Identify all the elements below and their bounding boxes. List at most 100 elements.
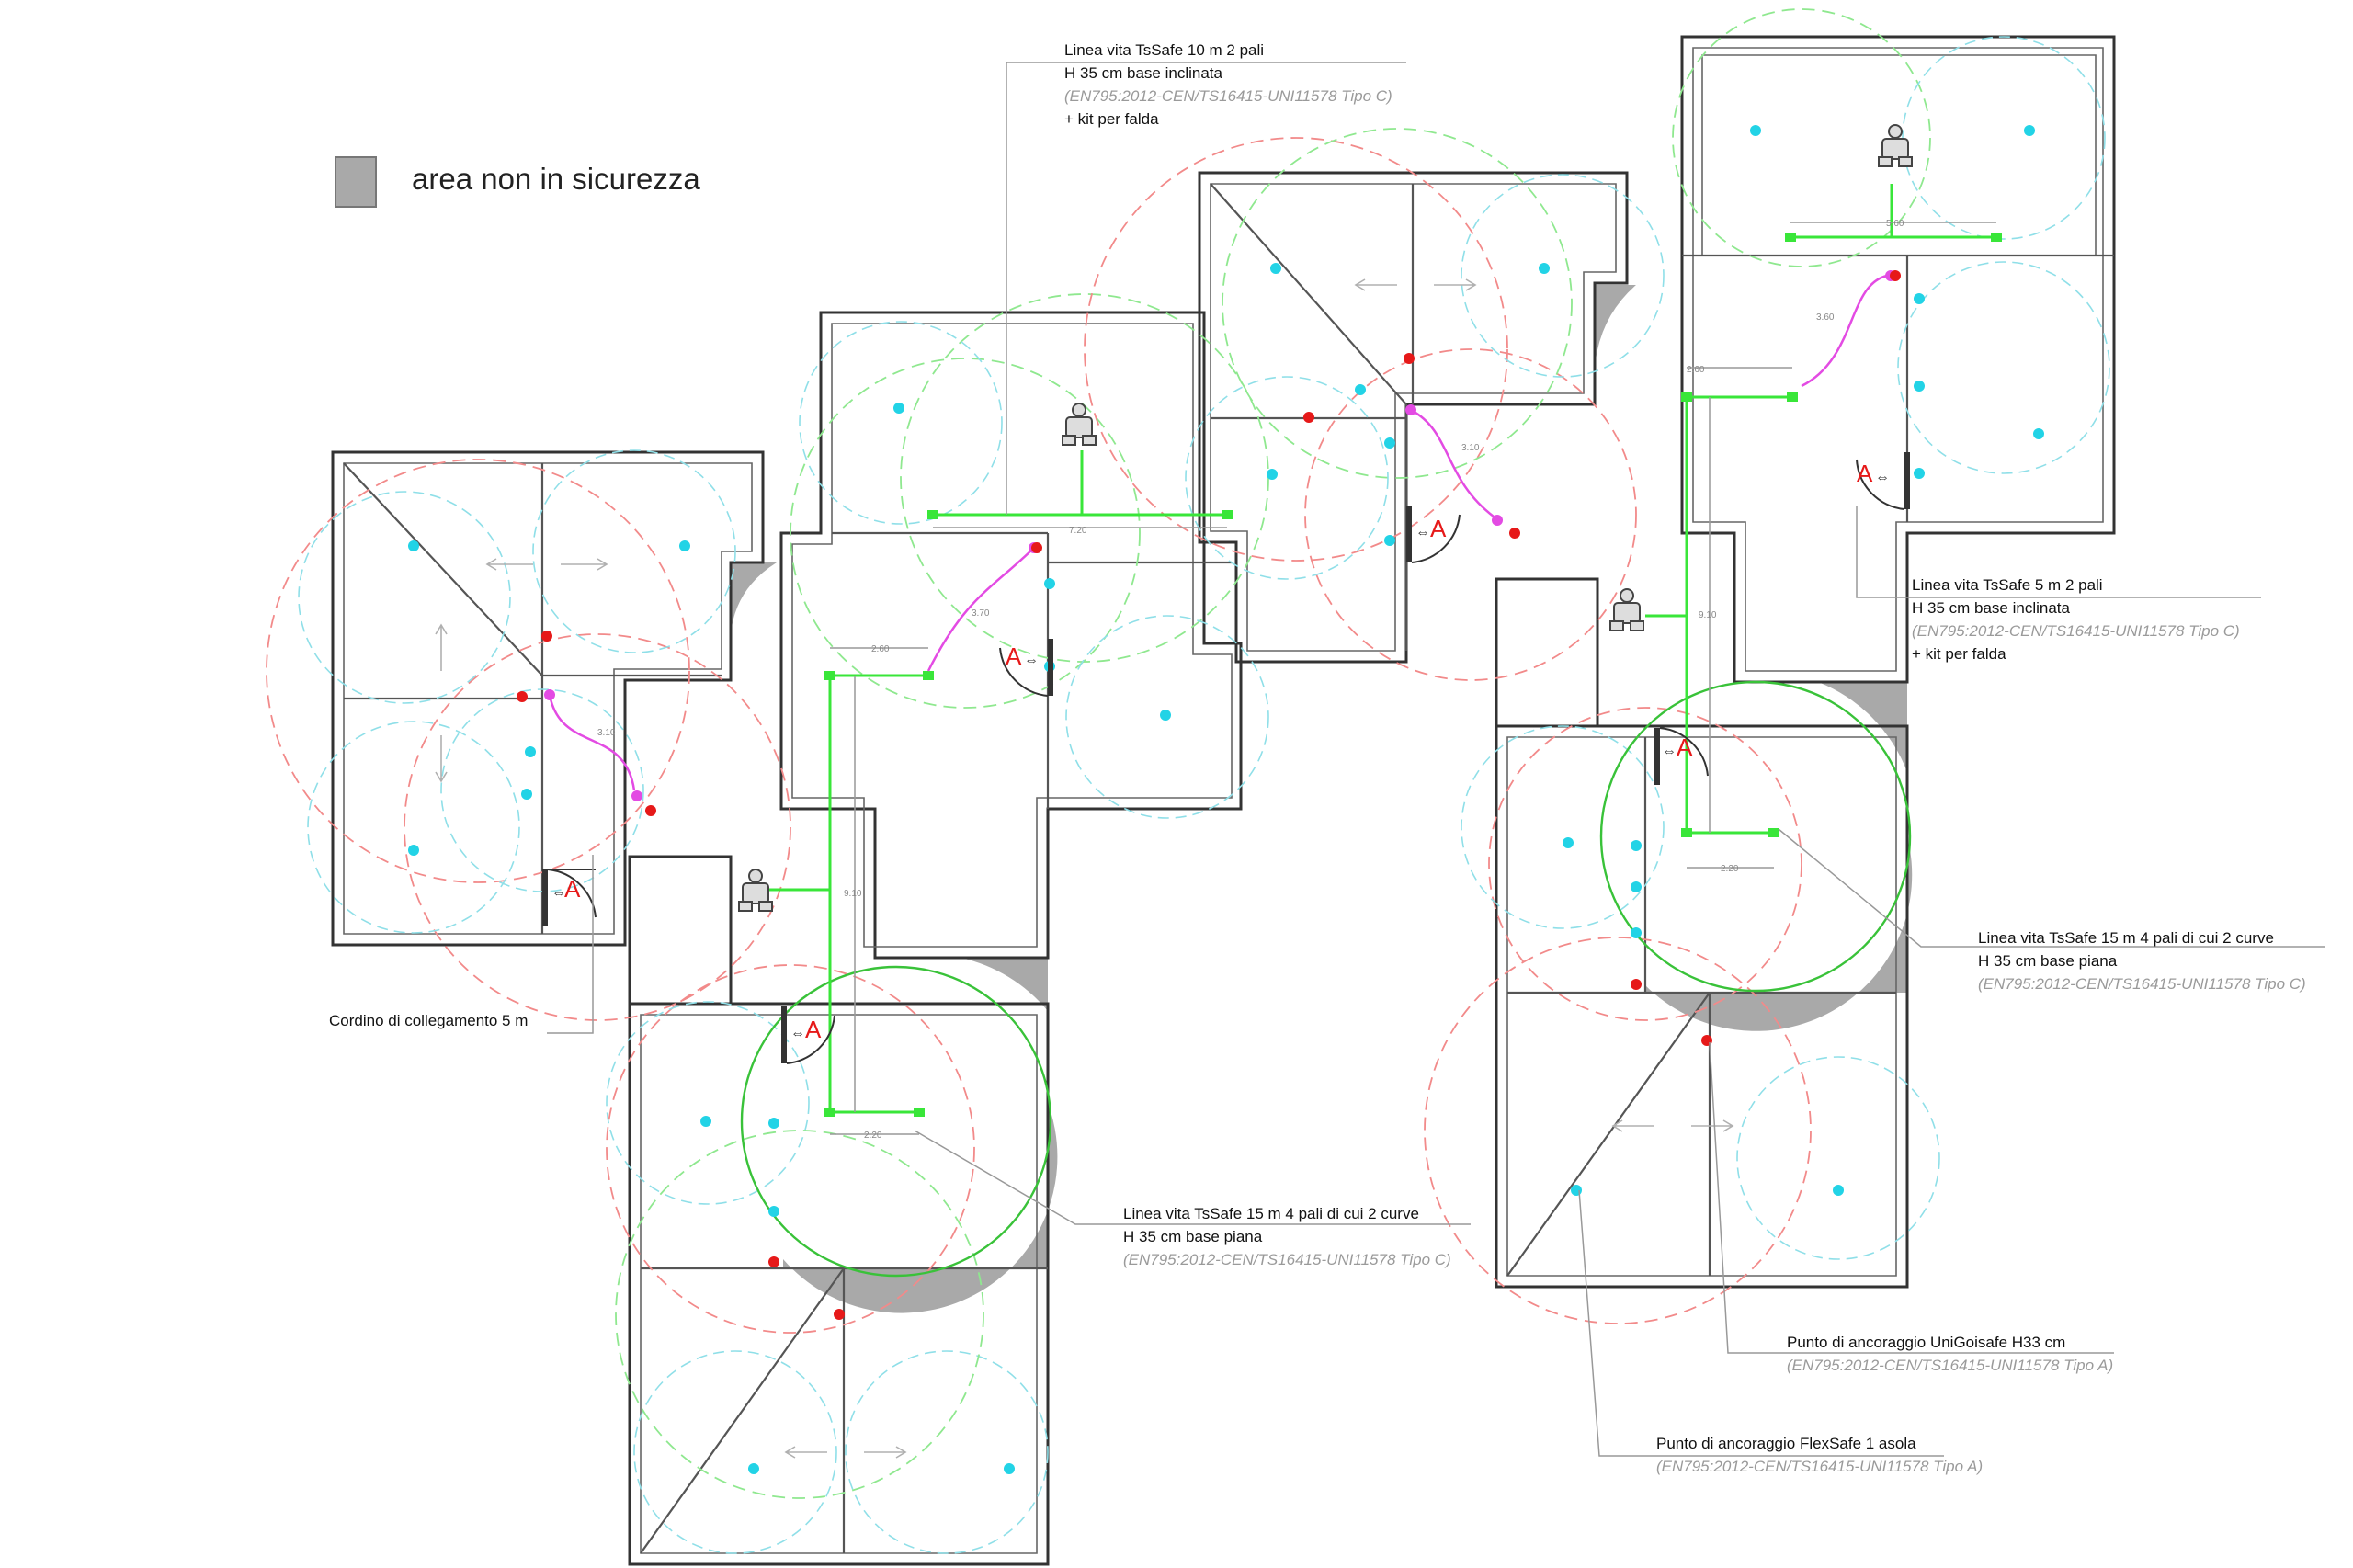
anchor-point [1509, 528, 1520, 539]
anchor-point [1914, 293, 1925, 304]
svg-text:⇔: ⇔ [1024, 653, 1039, 668]
anchor-point [408, 540, 419, 551]
anchor-point [1631, 979, 1642, 990]
legend-swatch [335, 156, 377, 208]
danger-area [731, 562, 777, 634]
note-line: Punto di ancoraggio FlexSafe 1 asola [1656, 1435, 1916, 1452]
dim-label: 2.20 [864, 1131, 882, 1141]
anchor-point [700, 1116, 711, 1127]
dim-label: 3.60 [1816, 312, 1835, 323]
anchor-point [1384, 437, 1395, 449]
anchor-point [1631, 927, 1642, 938]
lifeline-15m-right [1645, 392, 1798, 837]
access-label: A [1857, 460, 1873, 487]
note-flexsafe: Punto di ancoraggio FlexSafe 1 asola (EN… [1656, 1432, 1983, 1478]
dimensions: 7.20 2.60 3.70 3.10 9.10 2.20 3.10 5.60 … [597, 219, 1996, 1141]
anchor-points-red [517, 270, 1901, 1320]
dim-label: 9.10 [1699, 610, 1717, 620]
access-label: A [564, 875, 581, 903]
anchor-point [1914, 381, 1925, 392]
access-label: A [1430, 515, 1447, 542]
svg-text:⇔: ⇔ [551, 885, 566, 901]
anchor-point [1539, 263, 1550, 274]
note-lifeline-15m-right: Linea vita TsSafe 15 m 4 pali di cui 2 c… [1978, 926, 2306, 995]
legend-label: area non in sicurezza [412, 162, 700, 196]
worker-icon [1878, 124, 1913, 167]
slope-arrows [435, 278, 1734, 1459]
anchor-point [834, 1309, 845, 1320]
danger-area [1645, 682, 1913, 1031]
building-center-left [779, 311, 1243, 960]
anchor-point [541, 631, 552, 642]
note-line: Linea vita TsSafe 5 m 2 pali [1912, 576, 2103, 594]
note-cordino: Cordino di collegamento 5 m [329, 1009, 528, 1032]
note-line: Cordino di collegamento 5 m [329, 1012, 529, 1029]
worker-icon [1609, 588, 1644, 631]
dim-label: 7.20 [1069, 526, 1087, 536]
danger-area [1595, 285, 1636, 368]
anchor-point [1384, 535, 1395, 546]
note-standard: (EN795:2012-CEN/TS16415-UNI11578 Tipo C) [1912, 622, 2240, 640]
anchor-point [1750, 125, 1761, 136]
anchor-point [1044, 578, 1055, 589]
svg-text:⇔: ⇔ [1415, 525, 1430, 540]
access-label: A [1677, 733, 1693, 761]
note-unigoisafe: Punto di ancoraggio UniGoisafe H33 cm (E… [1787, 1331, 2113, 1377]
leader-lines [547, 62, 2325, 1457]
access-hatch: ⇔ A [1406, 506, 1461, 563]
building-bottom-right [1495, 724, 1909, 1289]
anchor-point [517, 691, 528, 702]
anchor-point [768, 1118, 779, 1129]
worker-icon [1062, 403, 1097, 446]
access-hatch: ⇔ A [781, 1006, 835, 1064]
dim-label: 2.60 [871, 644, 890, 654]
dim-label: 5.60 [1886, 219, 1904, 229]
note-lifeline-15m-left: Linea vita TsSafe 15 m 4 pali di cui 2 c… [1123, 1202, 1451, 1271]
dim-label: 2.20 [1721, 864, 1739, 874]
note-standard: (EN795:2012-CEN/TS16415-UNI11578 Tipo A) [1656, 1458, 1984, 1475]
access-hatch: A ⇔ [999, 639, 1053, 697]
note-standard: (EN795:2012-CEN/TS16415-UNI11578 Tipo C) [1123, 1251, 1451, 1268]
anchor-point [1355, 384, 1366, 395]
anchor-point [748, 1463, 759, 1474]
svg-text:⇔: ⇔ [790, 1026, 805, 1041]
note-line: Punto di ancoraggio UniGoisafe H33 cm [1787, 1334, 2066, 1351]
note-lifeline-5m: Linea vita TsSafe 5 m 2 pali H 35 cm bas… [1912, 574, 2240, 665]
note-line: H 35 cm base piana [1123, 1228, 1263, 1245]
building-stair-right [1495, 577, 1599, 728]
danger-areas [731, 285, 1913, 1313]
anchor-point [1701, 1035, 1712, 1046]
note-standard: (EN795:2012-CEN/TS16415-UNI11578 Tipo C) [1064, 87, 1392, 105]
anchor-point [1571, 1185, 1582, 1196]
svg-text:⇔: ⇔ [1662, 744, 1677, 759]
anchor-point [1890, 270, 1901, 281]
note-line: H 35 cm base piana [1978, 952, 2118, 970]
access-points: A ⇔ A ⇔ ⇔ A A ⇔ ⇔ A [542, 452, 1910, 1064]
anchor-point [2033, 428, 2044, 439]
svg-text:⇔: ⇔ [1875, 470, 1890, 485]
access-label: A [805, 1016, 822, 1043]
anchor-point [1267, 469, 1278, 480]
anchor-point [525, 746, 536, 757]
worker-icons [738, 124, 1913, 912]
note-standard: (EN795:2012-CEN/TS16415-UNI11578 Tipo A) [1787, 1357, 2114, 1374]
safe-zone-circles [740, 680, 1912, 1278]
anchor-point [1303, 412, 1314, 423]
lifeline-10m [927, 450, 1233, 519]
danger-area [783, 958, 1058, 1313]
access-hatch: A ⇔ [1856, 452, 1910, 510]
anchor-point [1914, 468, 1925, 479]
building-stair-left [628, 855, 733, 1006]
dim-label: 3.70 [972, 608, 990, 619]
anchor-point [521, 789, 532, 800]
anchor-point [1031, 542, 1042, 553]
building-left [331, 450, 765, 947]
dim-label: 2.60 [1687, 365, 1705, 375]
note-line: + kit per falda [1912, 645, 2006, 663]
note-line: H 35 cm base inclinata [1064, 64, 1222, 82]
note-standard: (EN795:2012-CEN/TS16415-UNI11578 Tipo C) [1978, 975, 2306, 993]
note-line: Linea vita TsSafe 10 m 2 pali [1064, 41, 1265, 59]
connection-ropes [544, 270, 1896, 801]
anchor-point [2024, 125, 2035, 136]
